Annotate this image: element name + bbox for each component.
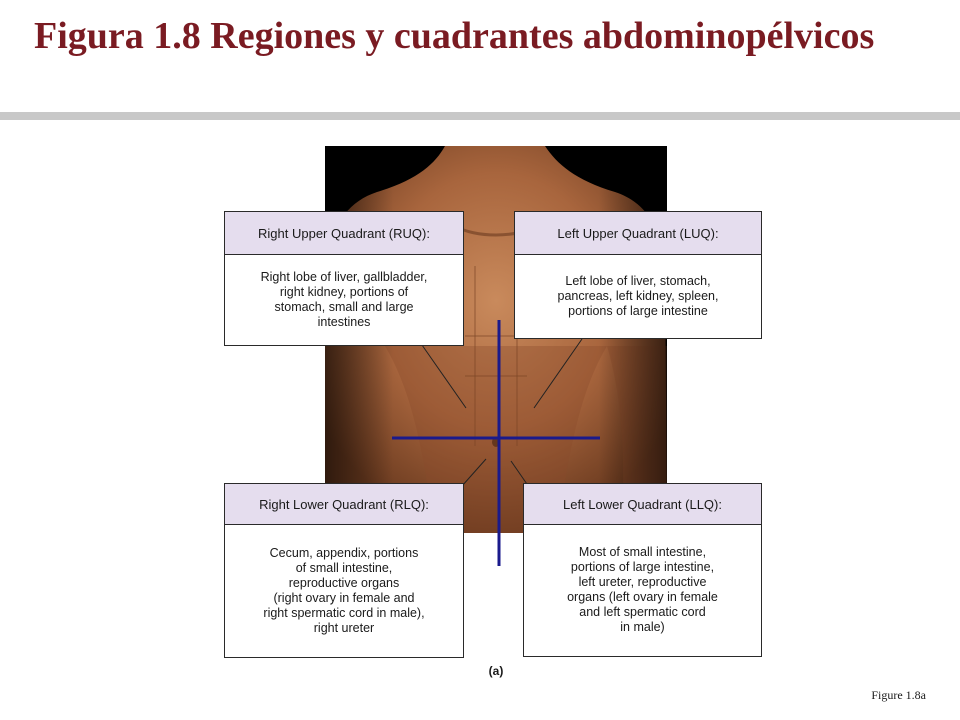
quadrant-header-luq: Left Upper Quadrant (LUQ): (515, 212, 761, 255)
panel-label: (a) (488, 664, 504, 678)
quadrant-header-ruq: Right Upper Quadrant (RUQ): (225, 212, 463, 255)
quadrant-body-rlq: Cecum, appendix, portions of small intes… (263, 545, 425, 635)
quadrant-box-rlq: Right Lower Quadrant (RLQ): Cecum, appen… (224, 483, 464, 658)
leader-line-rlq (461, 458, 487, 487)
quadrant-body-luq: Left lobe of liver, stomach, pancreas, l… (557, 273, 719, 318)
leader-line-llq (510, 460, 530, 488)
quadrant-body-ruq: Right lobe of liver, gallbladder, right … (260, 269, 428, 329)
quadrant-box-ruq: Right Upper Quadrant (RUQ): Right lobe o… (224, 211, 464, 346)
quadrant-box-llq: Left Lower Quadrant (LLQ): Most of small… (523, 483, 762, 657)
quadrant-header-rlq: Right Lower Quadrant (RLQ): (225, 484, 463, 525)
quadrant-header-llq: Left Lower Quadrant (LLQ): (524, 484, 761, 525)
quadrant-body-llq: Most of small intestine, portions of lar… (567, 545, 718, 634)
quadrant-box-luq: Left Upper Quadrant (LUQ): Left lobe of … (514, 211, 762, 339)
figure-reference: Figure 1.8a (871, 688, 926, 702)
title-divider (0, 112, 960, 120)
leader-line-luq (533, 338, 583, 409)
leader-line-ruq (421, 344, 467, 409)
slide-title: Figura 1.8 Regiones y cuadrantes abdomin… (34, 15, 875, 57)
